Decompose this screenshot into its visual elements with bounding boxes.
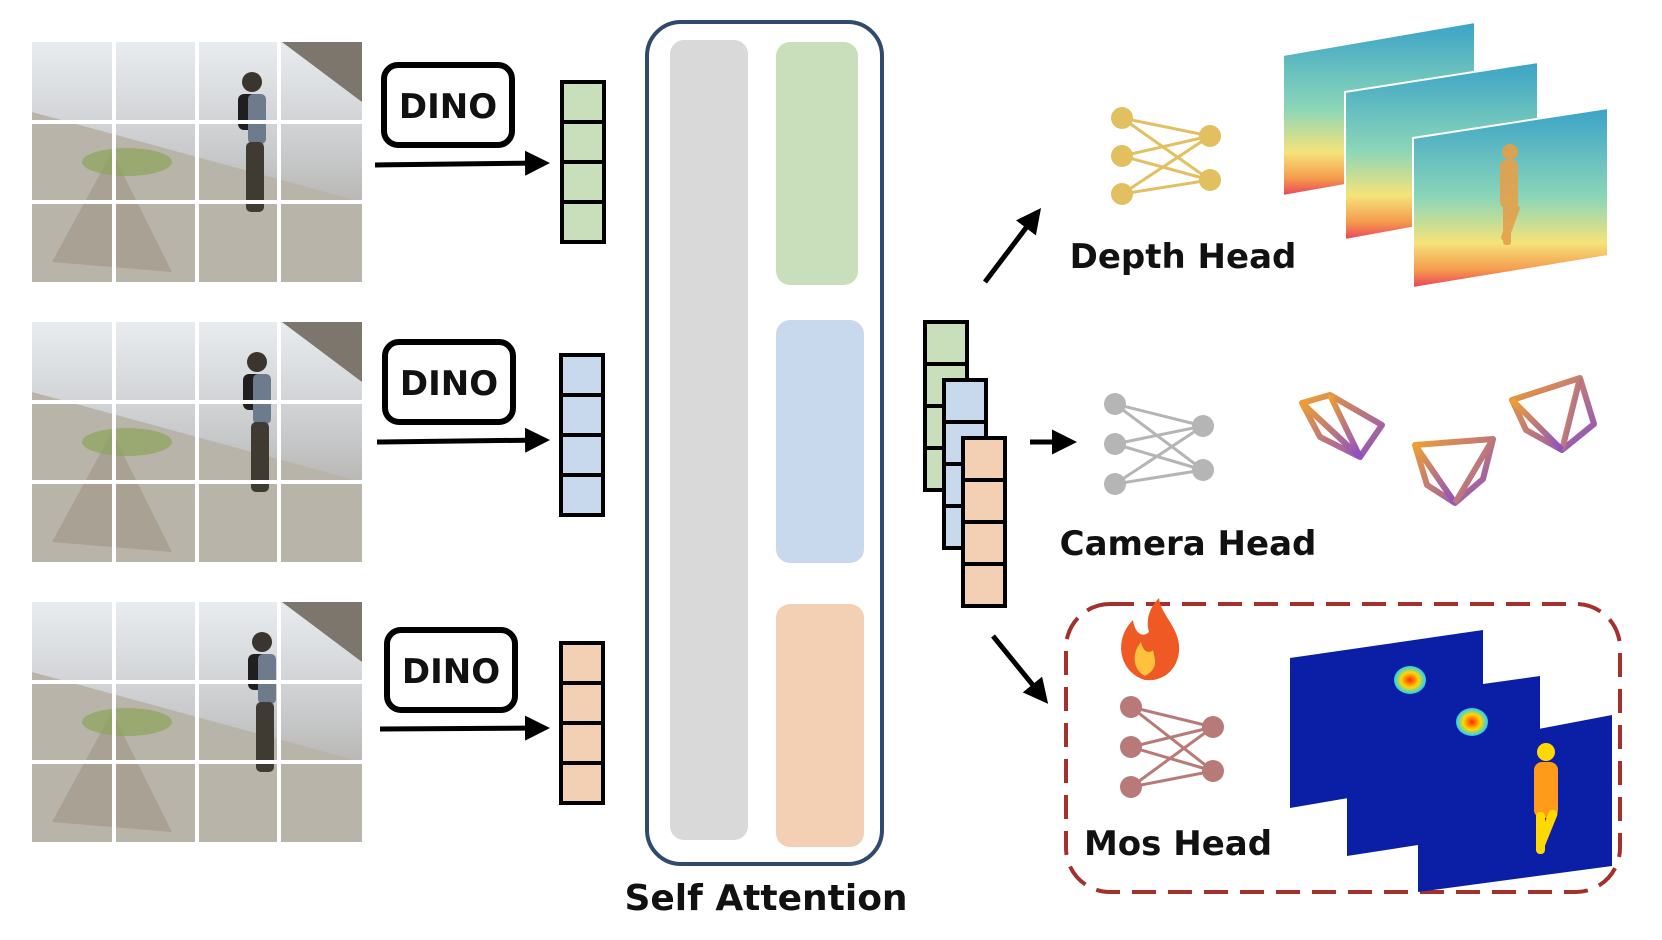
token-stack-1 (560, 80, 606, 244)
self-attention-label: Self Attention (624, 878, 907, 919)
patch-grid (32, 602, 362, 842)
dino-encoder-2: DINO (382, 339, 516, 425)
patch-grid (32, 42, 362, 282)
arrow-encoder-1 (374, 150, 550, 176)
dino-encoder-3: DINO (384, 627, 518, 713)
depth-head-label: Depth Head (1070, 237, 1297, 277)
arrow-encoder-2 (376, 427, 550, 453)
network-icon (1120, 696, 1224, 798)
input-frame-1 (32, 42, 362, 282)
depth-maps (1282, 20, 1609, 290)
dino-label: DINO (402, 652, 500, 692)
input-frame-3 (32, 602, 362, 842)
output-token-stack (923, 320, 1007, 608)
input-frame-2 (32, 322, 362, 562)
arrow-to-depth-head (983, 208, 1042, 284)
camera-frustum-icon (1299, 375, 1597, 506)
self-attention-block (645, 20, 884, 866)
dino-encoder-1: DINO (381, 62, 515, 148)
camera-head-label: Camera Head (1060, 524, 1317, 564)
patch-grid (32, 322, 362, 562)
arrow-encoder-3 (379, 715, 550, 741)
network-icon (1111, 107, 1221, 205)
token-stack-2 (559, 353, 605, 517)
token-stack-3 (559, 641, 605, 805)
mos-head-highlight-box (1064, 602, 1622, 894)
fire-icon (1121, 598, 1180, 681)
arrow-to-mos-head (991, 634, 1049, 704)
dino-label: DINO (400, 364, 498, 404)
network-icon (1104, 393, 1214, 495)
motion-masks (1290, 630, 1612, 892)
dino-label: DINO (399, 87, 497, 127)
mos-head-label: Mos Head (1084, 824, 1272, 864)
